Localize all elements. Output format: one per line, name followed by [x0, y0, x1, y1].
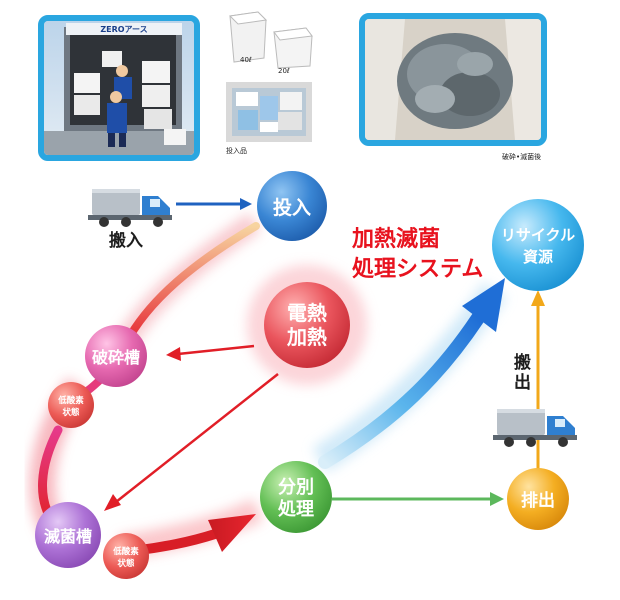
sorting-to-recycle-arrowhead	[462, 278, 505, 332]
node-sorting-label-line1: 分別	[278, 477, 314, 498]
node-input-label: 投入	[273, 196, 311, 219]
heating-to-crusher-arrowhead	[166, 347, 181, 361]
system-title-line1: 加熱滅菌	[351, 226, 440, 252]
truck-sign: ZEROアース	[100, 25, 147, 34]
node-heating: 電熱 加熱	[264, 282, 350, 368]
flow-heating-to-sterilizer	[115, 373, 279, 503]
flow-sorting-to-recycle	[318, 311, 485, 469]
crushed-material-caption: 破砕•滅菌後	[502, 153, 542, 161]
node-crusher-label: 破砕槽	[92, 348, 140, 367]
heating-to-sterilizer-arrowhead	[104, 494, 121, 511]
node-sterilizer-label: 滅菌槽	[44, 527, 92, 546]
node-discharge: 排出	[507, 468, 569, 530]
bins-photo	[228, 11, 313, 69]
node-low-oxygen-1: 低酸素 状態	[48, 382, 94, 428]
bin-small-label: 20ℓ	[278, 67, 290, 75]
discharge-to-recycle-arrowhead	[531, 290, 545, 306]
system-title-line2: 処理システム	[352, 256, 483, 282]
node-sterilizer: 滅菌槽	[35, 502, 101, 568]
crushed-material-illustration	[365, 19, 541, 140]
node-low-oxygen-1-line2: 状態	[62, 407, 80, 418]
carry-in-label: 搬入	[109, 230, 143, 251]
carry-out-label-line1: 搬	[514, 352, 531, 373]
node-crusher: 破砕槽	[85, 325, 147, 387]
node-recycle: リサイクル 資源	[492, 199, 584, 291]
node-discharge-label: 排出	[521, 490, 555, 511]
node-heating-label-line1: 電熱	[287, 301, 327, 325]
node-recycle-label-line2: 資源	[523, 248, 553, 266]
node-low-oxygen-1-line1: 低酸素	[57, 395, 84, 406]
node-input: 投入	[257, 171, 327, 241]
flow-heating-to-crusher	[177, 344, 255, 356]
truck-unloading-photo: ZEROアース	[38, 15, 200, 161]
truck-unloading-illustration: ZEROアース	[44, 21, 194, 155]
bin-large-label: 40ℓ	[240, 56, 252, 64]
carry-out-label-line2: 出	[514, 372, 531, 393]
carry-out-truck-icon	[493, 409, 577, 447]
node-recycle-label-line1: リサイクル	[501, 226, 575, 244]
input-items-photo	[226, 82, 312, 142]
crushed-material-photo	[359, 13, 547, 146]
node-sorting: 分別 処理	[260, 461, 332, 533]
node-low-oxygen-2-line2: 状態	[117, 558, 135, 569]
input-items-caption: 投入品	[226, 147, 247, 155]
flow-input-to-crusher	[121, 222, 260, 349]
sorting-to-discharge-arrowhead	[490, 492, 504, 506]
node-low-oxygen-2: 低酸素 状態	[103, 533, 149, 579]
node-heating-label-line2: 加熱	[286, 325, 327, 349]
truck-to-input-arrowhead	[240, 198, 252, 210]
sterilizer-to-sorting-arrowhead	[208, 514, 256, 552]
carry-in-truck-icon	[88, 189, 172, 227]
node-low-oxygen-2-line1: 低酸素	[112, 546, 139, 557]
node-sorting-label-line2: 処理	[278, 498, 314, 520]
